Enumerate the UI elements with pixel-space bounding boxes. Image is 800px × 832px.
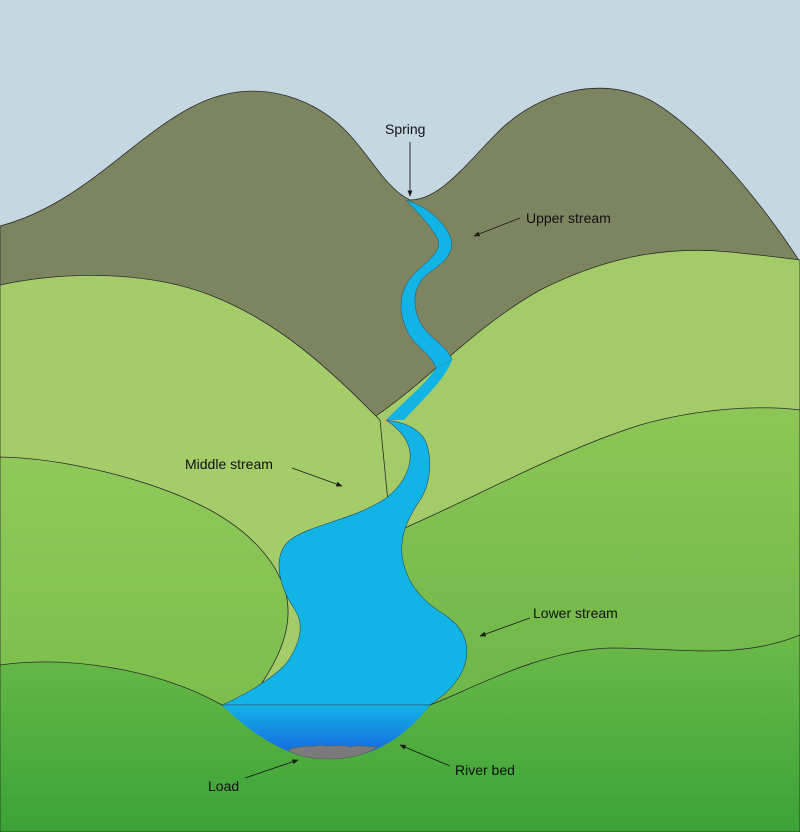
river-pool	[222, 705, 430, 758]
lower-stream-pointer	[479, 617, 531, 637]
upper-stream-pointer	[473, 217, 521, 237]
load-label: Load	[208, 778, 239, 794]
middle-stream-label: Middle stream	[185, 456, 273, 472]
upper-stream-label: Upper stream	[526, 210, 611, 226]
river-middle-lower	[221, 419, 468, 706]
load-deposit	[287, 744, 379, 760]
river-bed-pointer	[399, 744, 451, 767]
middle-stream-pointer	[291, 467, 343, 487]
river-bed-label: River bed	[455, 762, 515, 778]
spring-label: Spring	[385, 121, 425, 137]
load-pointer	[244, 759, 299, 779]
river-link	[386, 360, 452, 420]
lower-stream-label: Lower stream	[533, 605, 618, 621]
